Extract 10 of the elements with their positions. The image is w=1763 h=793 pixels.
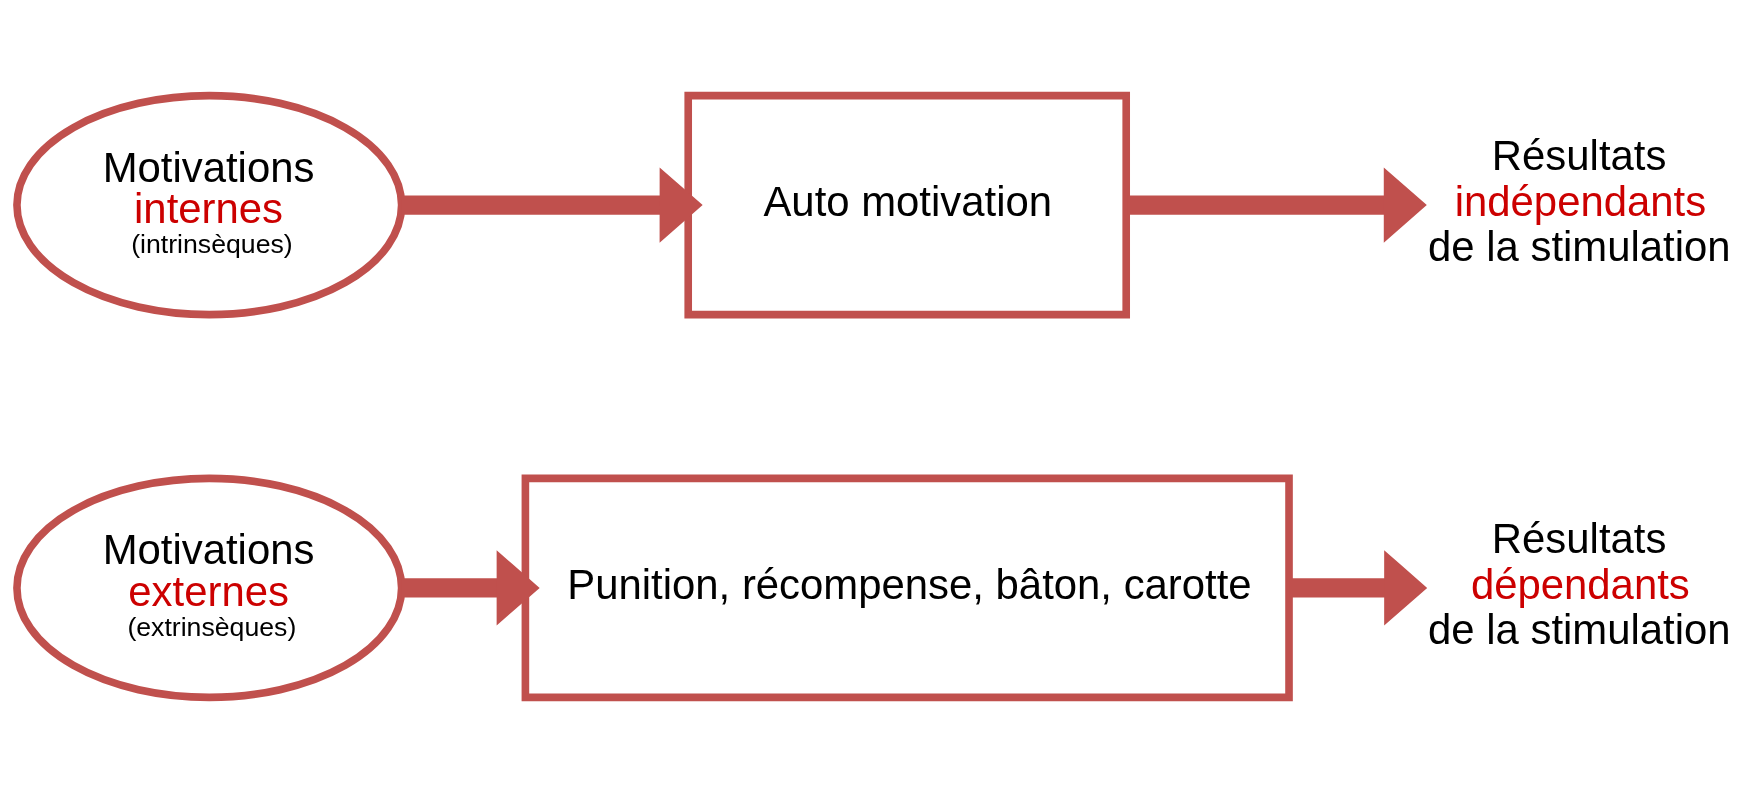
node-text: Résultats dépendants de la stimulation bbox=[1428, 514, 1731, 654]
node-box: Punition, récompense, bâton, carotte bbox=[521, 474, 1293, 702]
node-ellipse: Motivations internes (intrinsèques) bbox=[13, 91, 406, 319]
arrow bbox=[1289, 550, 1428, 626]
node-text: Résultats indépendants de la stimulation bbox=[1428, 132, 1731, 271]
arrow bbox=[401, 550, 540, 626]
node-box: Auto motivation bbox=[684, 91, 1130, 319]
arrow bbox=[1127, 167, 1427, 243]
node-ellipse: Motivations externes (extrinsèques) bbox=[13, 474, 406, 702]
arrow bbox=[401, 167, 703, 243]
